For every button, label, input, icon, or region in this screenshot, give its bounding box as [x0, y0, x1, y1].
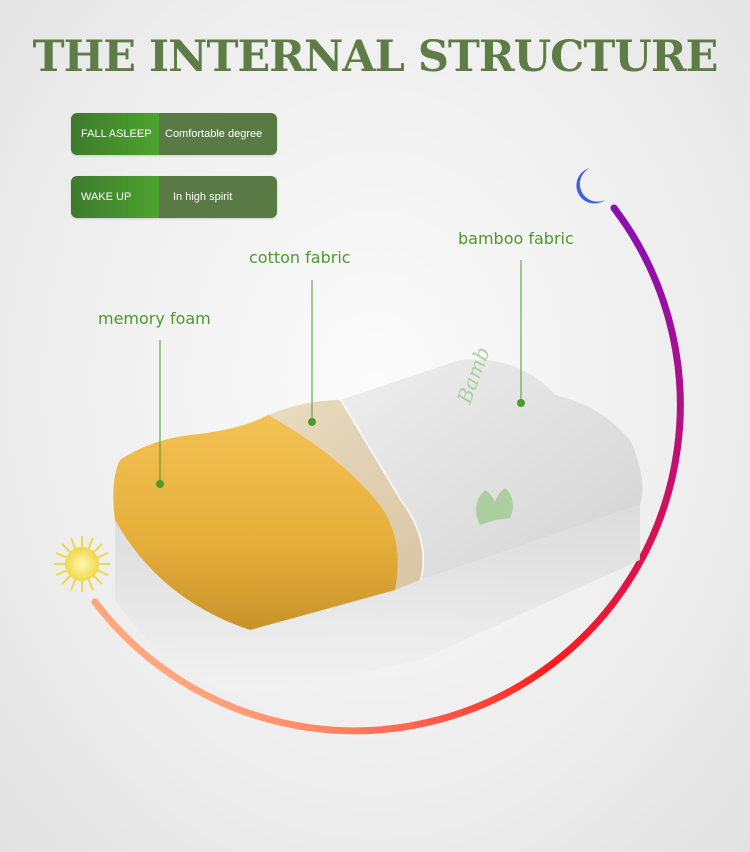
- badge-wake-up-label: WAKE UP: [71, 176, 159, 218]
- cotton-fabric-label: cotton fabric: [249, 248, 351, 267]
- badge-fall-asleep: FALL ASLEEP Comfortable degree: [71, 113, 277, 155]
- bamboo-fabric-dot: [517, 399, 525, 407]
- bamboo-fabric-label: bamboo fabric: [458, 229, 574, 248]
- pillow-base: [115, 505, 640, 695]
- bamboo-leaf-icon: [476, 488, 514, 525]
- day-night-arc: [91, 204, 684, 735]
- badge-wake-up-value: In high spirit: [159, 176, 277, 218]
- sun-icon: [54, 536, 110, 592]
- cotton-fabric-dot: [308, 418, 316, 426]
- cotton-fabric-layer: [268, 400, 423, 590]
- memory-foam-dot: [156, 480, 164, 488]
- memory-foam-label: memory foam: [98, 309, 211, 328]
- moon-icon: [576, 168, 605, 204]
- memory-foam-layer: [113, 415, 398, 630]
- badge-fall-asleep-value: Comfortable degree: [159, 113, 277, 155]
- badge-fall-asleep-label: FALL ASLEEP: [71, 113, 159, 155]
- badge-wake-up: WAKE UP In high spirit: [71, 176, 277, 218]
- page-title: THE INTERNAL STRUCTURE: [32, 32, 719, 82]
